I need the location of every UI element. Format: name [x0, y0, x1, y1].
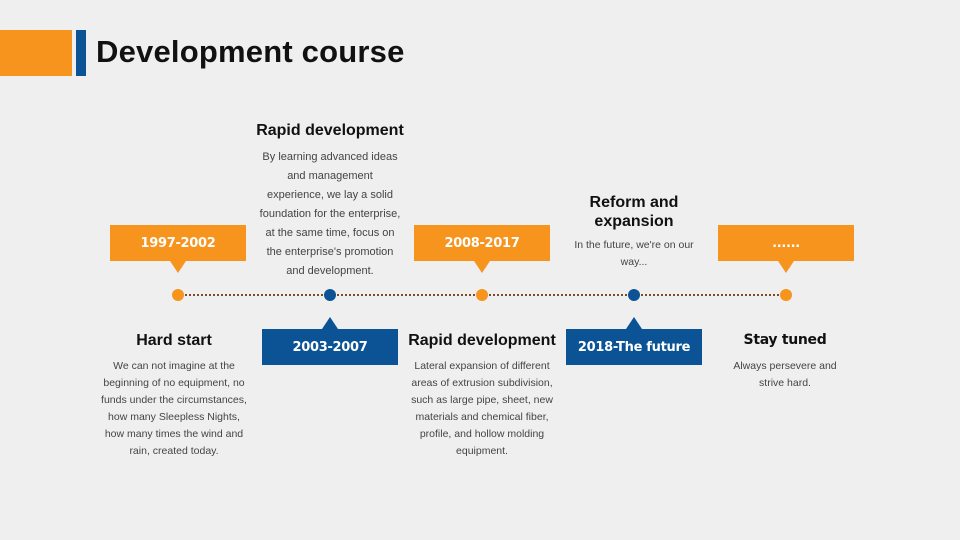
- milestone-description-2: By learning advanced ideas and managemen…: [259, 151, 401, 277]
- period-label-2: 2003-2007: [262, 317, 398, 365]
- milestone-description-1: We can not imagine at the beginning of n…: [101, 360, 247, 457]
- milestone-description-4: In the future, we're on our way...: [574, 239, 694, 268]
- milestone-block-4: Reform and expansion In the future, we'r…: [568, 193, 700, 271]
- milestone-heading-5: Stay tuned: [743, 332, 827, 348]
- period-label-5: ......: [718, 225, 854, 273]
- milestone-description-3: Lateral expansion of different areas of …: [411, 360, 553, 457]
- milestone-heading-1: Hard start: [136, 332, 212, 349]
- milestone-block-5: Stay tuned Always persevere and strive h…: [724, 331, 846, 392]
- title-accent-orange: [0, 30, 72, 76]
- milestone-heading-2: Rapid development: [256, 122, 404, 139]
- page-title: Development course: [96, 34, 405, 69]
- milestone-heading-4: Reform and expansion: [589, 194, 679, 230]
- timeline-node-4: [628, 289, 640, 301]
- timeline-node-1: [172, 289, 184, 301]
- milestone-block-1: Hard start We can not imagine at the beg…: [98, 331, 250, 460]
- milestone-block-2: Rapid development By learning advanced i…: [252, 121, 408, 281]
- period-label-4: 2018-The future: [566, 317, 702, 365]
- period-label-1: 1997-2002: [110, 225, 246, 273]
- milestone-block-3: Rapid development Lateral expansion of d…: [403, 331, 561, 460]
- timeline-node-2: [324, 289, 336, 301]
- period-label-3: 2008-2017: [414, 225, 550, 273]
- timeline-node-5: [780, 289, 792, 301]
- milestone-description-5: Always persevere and strive hard.: [733, 360, 837, 389]
- timeline-node-3: [476, 289, 488, 301]
- milestone-heading-3: Rapid development: [408, 332, 556, 349]
- title-accent-blue: [76, 30, 86, 76]
